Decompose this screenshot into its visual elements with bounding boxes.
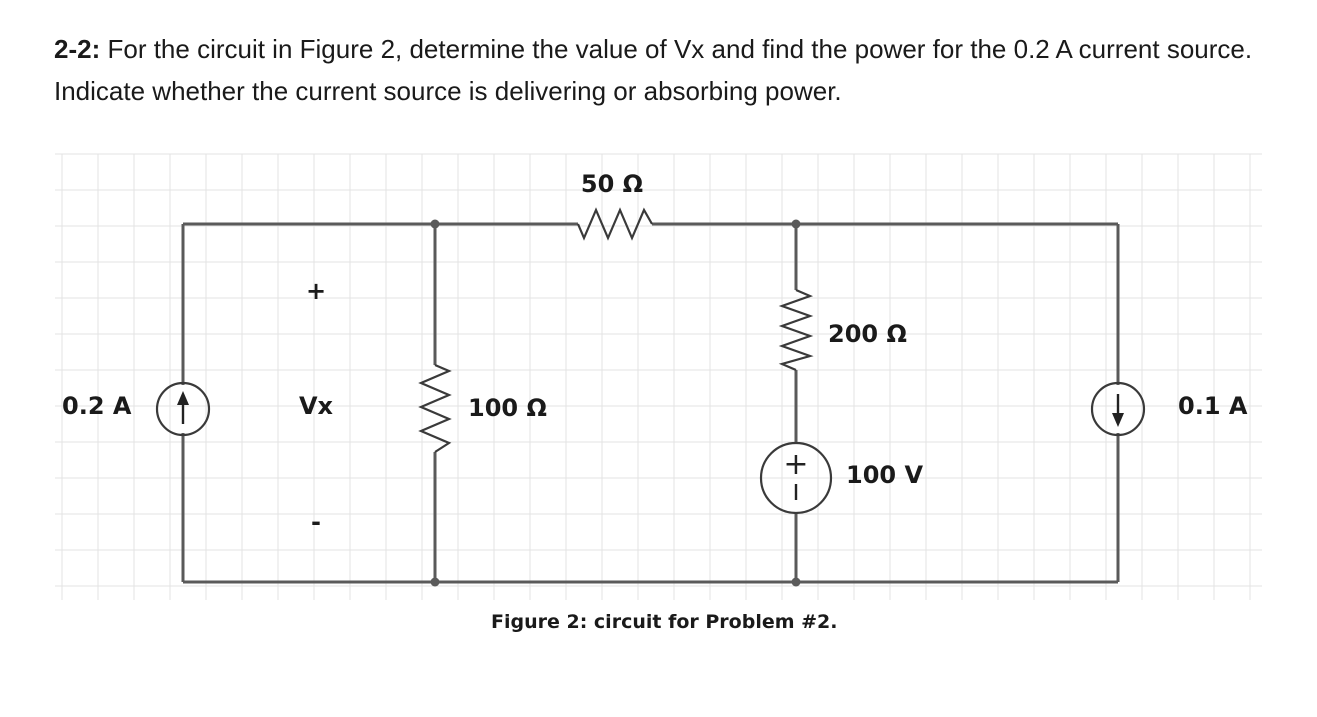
resistor-100-ohm [418, 363, 452, 453]
label-100-ohm: 100 Ω [468, 394, 547, 422]
label-0-1-a: 0.1 A [1178, 392, 1248, 420]
wires [181, 222, 1120, 584]
current-source-left [155, 381, 211, 437]
problem-statement: 2-2: For the circuit in Figure 2, determ… [54, 28, 1274, 112]
label-0-2-a: 0.2 A [62, 392, 132, 420]
label-50-ohm: 50 Ω [581, 170, 643, 198]
label-100-v: 100 V [846, 461, 923, 489]
arrow-up-icon [177, 391, 189, 424]
vsource-plus-sign: + [783, 447, 808, 482]
resistor-200-ohm [778, 288, 814, 372]
grid-background [55, 153, 1262, 600]
junction-dots [430, 219, 801, 587]
label-200-ohm: 200 Ω [828, 320, 907, 348]
vx-minus-sign: - [311, 508, 321, 536]
resistor-50-ohm [576, 207, 653, 241]
vx-plus-sign: + [306, 277, 326, 305]
voltage-source-100v: + [759, 441, 833, 515]
problem-text: For the circuit in Figure 2, determine t… [54, 34, 1253, 106]
vx-label: Vx [299, 392, 334, 420]
arrow-down-icon [1112, 394, 1124, 427]
current-source-right [1090, 381, 1146, 437]
problem-number: 2-2: [54, 34, 101, 64]
figure-caption: Figure 2: circuit for Problem #2. [491, 611, 838, 633]
